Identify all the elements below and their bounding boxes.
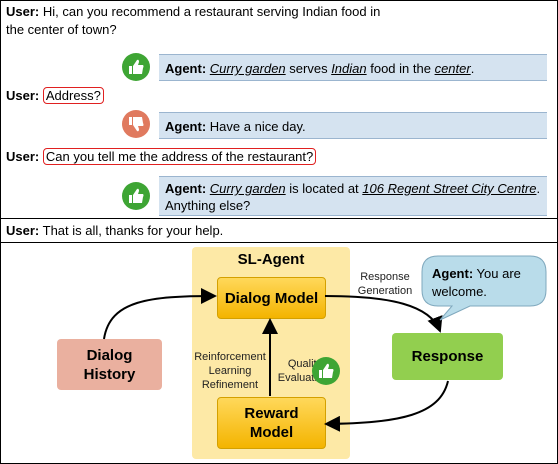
user-turn-1: User: Hi, can you recommend a restaurant…: [6, 4, 381, 19]
agent-turn-1: Agent: Curry garden serves Indian food i…: [159, 54, 547, 81]
response-node: Response: [392, 333, 503, 380]
thumbs-down-icon: [122, 110, 150, 138]
thumbs-up-icon: [122, 182, 150, 210]
thumbs-up-icon: [312, 357, 340, 385]
dialog-model-node: Dialog Model: [217, 277, 326, 319]
highlight-box: Address?: [42, 87, 104, 104]
agent-turn-3: Agent: Curry garden is located at 106 Re…: [159, 176, 547, 216]
sl-agent-title: SL-Agent: [237, 251, 305, 268]
divider: [0, 242, 558, 243]
agent-turn-2: Agent: Have a nice day.: [159, 112, 547, 139]
user-turn-1-line2: the center of town?: [6, 22, 117, 37]
bubble-line-1: Agent: You are: [432, 266, 521, 281]
user-turn-3: User: Can you tell me the address of the…: [6, 148, 317, 165]
user-turn-2: User: Address?: [6, 87, 104, 104]
highlight-box: Can you tell me the address of the resta…: [42, 148, 317, 165]
user-turn-4: User: That is all, thanks for your help.: [6, 223, 224, 238]
bubble-line-2: welcome.: [432, 284, 487, 299]
thumbs-up-icon: [122, 53, 150, 81]
divider: [0, 218, 558, 219]
